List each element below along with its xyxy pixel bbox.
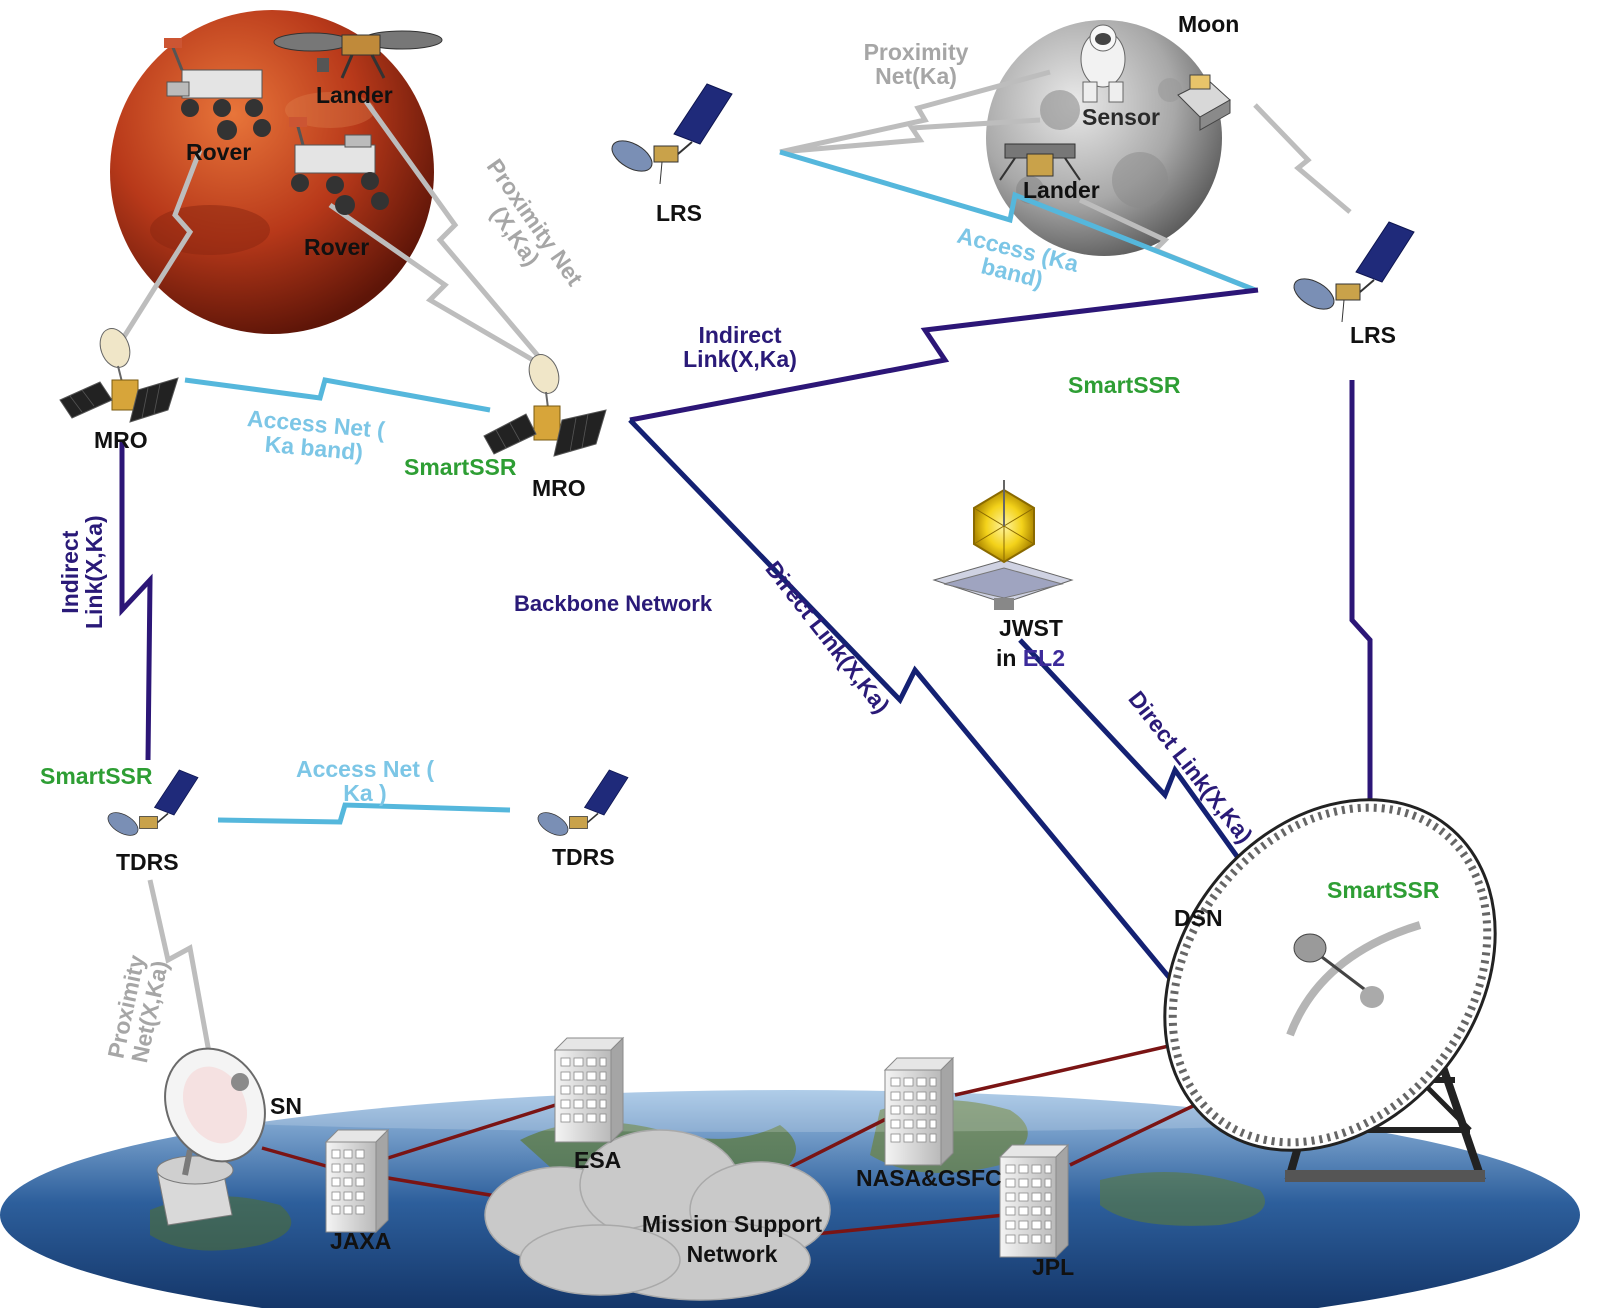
satellite-icon <box>537 769 629 836</box>
backbone-network-label: Backbone Network <box>514 591 713 616</box>
orbiter-icon <box>59 328 179 423</box>
smartssr-label-mro: SmartSSR <box>404 454 517 480</box>
moon-proximity-label: Proximity Net(Ka) <box>863 39 969 90</box>
mro-label-2: MRO <box>532 475 586 501</box>
smartssr-label-tdrs: SmartSSR <box>40 763 153 789</box>
moon-lander-label: Lander <box>1023 177 1100 203</box>
sensor-icon <box>1177 74 1231 131</box>
dish-icon <box>1163 798 1497 1182</box>
tdrs-label-1: TDRS <box>116 849 179 875</box>
sensor-label: Sensor <box>1082 104 1160 130</box>
dsn-label: DSN <box>1174 905 1223 931</box>
indirect-link-label-top: Indirect Link(X,Ka) <box>683 322 797 373</box>
jwst-label: JWST <box>999 615 1063 641</box>
dish-icon <box>156 1047 266 1226</box>
rover-label-2: Rover <box>304 234 370 260</box>
astronaut-icon <box>1080 24 1126 103</box>
mro-label-1: MRO <box>94 427 148 453</box>
moon-icon <box>986 20 1222 256</box>
satellite-icon <box>611 83 733 185</box>
building-icon <box>324 1036 1070 1259</box>
jpl-label: JPL <box>1032 1254 1075 1280</box>
ground-links <box>261 1038 1196 1237</box>
jwst-in-label: in EL2 <box>996 646 1065 670</box>
indirect-links <box>119 287 1373 845</box>
moon-label: Moon <box>1178 11 1240 37</box>
satellite-icon <box>107 769 199 836</box>
nasa-gsfc-label: NASA&GSFC <box>856 1165 1002 1191</box>
mission-support-network-label: Mission Support Network <box>641 1211 823 1267</box>
esa-label: ESA <box>574 1147 622 1173</box>
access-links <box>184 149 1256 825</box>
tdrs-access-label: Access Net ( Ka ) <box>295 756 435 807</box>
smartssr-label-dsn: SmartSSR <box>1327 877 1440 903</box>
tdrs-label-2: TDRS <box>552 844 615 870</box>
orbiter-icon <box>483 354 607 457</box>
rover-icon <box>164 38 271 140</box>
indirect-link-label-left: Indirect Link(X,Ka) <box>56 515 107 630</box>
telescope-icon <box>932 480 1074 610</box>
jaxa-label: JAXA <box>330 1228 392 1254</box>
sn-label: SN <box>270 1093 302 1119</box>
lander-icon <box>273 30 443 79</box>
satellite-icon <box>1293 221 1415 323</box>
jwst-in-word: in <box>996 645 1017 671</box>
rover-icon <box>289 117 389 215</box>
rover-label-1: Rover <box>186 139 252 165</box>
lrs-label-1: LRS <box>656 200 702 226</box>
jwst-el2-label: EL2 <box>1022 645 1066 671</box>
lrs-label-2: LRS <box>1350 322 1396 348</box>
smartssr-label-moon: SmartSSR <box>1068 372 1181 398</box>
cloud-icon <box>484 1129 831 1301</box>
lander-icon <box>999 143 1081 181</box>
mars-lander-label: Lander <box>316 82 393 108</box>
